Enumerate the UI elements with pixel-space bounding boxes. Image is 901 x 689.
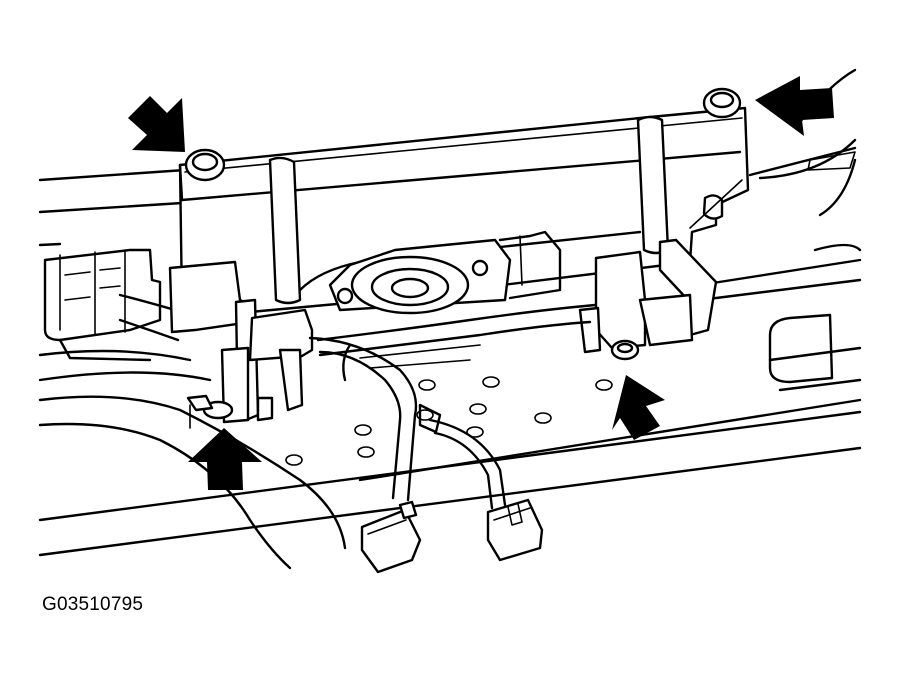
upper-clips — [184, 87, 742, 182]
arrow-top-right-icon — [755, 76, 834, 136]
arrow-bottom-left-icon — [188, 428, 262, 490]
figure-id-label: G03510795 — [42, 594, 144, 615]
right-clip-column — [578, 238, 718, 361]
harness-connectors — [360, 498, 544, 574]
arrow-top-left-icon — [128, 96, 185, 152]
left-bracket — [43, 248, 180, 362]
speaker-unit — [328, 230, 562, 315]
wiring-harness — [308, 303, 597, 510]
left-clip-column — [168, 260, 314, 429]
arrow-bottom-right-icon — [612, 375, 665, 440]
